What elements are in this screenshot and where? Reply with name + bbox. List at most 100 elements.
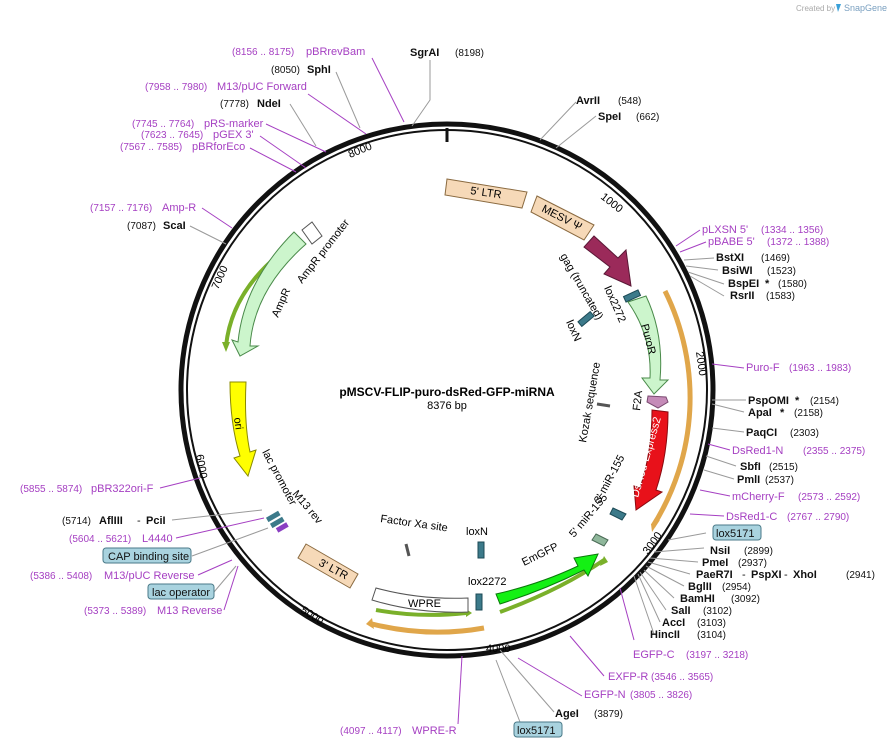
site-afliii: AflIII xyxy=(99,515,123,527)
site-lox5171-bot-box[interactable] xyxy=(513,721,563,738)
feature-emgfp[interactable] xyxy=(495,553,599,605)
site-cap-box[interactable] xyxy=(102,547,192,564)
site-pmei-pos: (2937) xyxy=(738,558,767,569)
site-sbfi-pos: (2515) xyxy=(769,462,798,473)
feature-ampr-promoter[interactable] xyxy=(301,221,323,245)
site-paer7i: PaeR7I xyxy=(696,569,733,581)
leader-lines xyxy=(159,57,746,725)
site-pspomi-star: * xyxy=(795,395,800,407)
label-lox2272-top: lox2272 xyxy=(601,284,628,324)
site-m13fwd-pos: (7958 .. 7980) xyxy=(145,82,207,93)
green-arc-wpre xyxy=(375,608,467,617)
site-paqci-pos: (2303) xyxy=(790,428,819,439)
site-pbabe: pBABE 5' xyxy=(708,236,755,248)
site-pgex-pos: (7623 .. 7645) xyxy=(141,130,203,141)
feature-3ltr[interactable] xyxy=(297,543,359,589)
site-hincii-pos: (3104) xyxy=(697,630,726,641)
site-lox5171-top-box[interactable] xyxy=(712,524,762,541)
site-nsii: NsiI xyxy=(710,545,730,557)
site-plxsn-pos: (1334 .. 1356) xyxy=(761,225,823,236)
feature-factor-xa[interactable] xyxy=(404,543,411,557)
orange-arc-bottom-head xyxy=(366,618,374,629)
site-pcii: PciI xyxy=(146,515,166,527)
label-factor-xa: Factor Xa site xyxy=(380,513,449,534)
site-dsred1n-pos: (2355 .. 2375) xyxy=(803,446,865,457)
site-pbr322-pos: (5855 .. 5874) xyxy=(20,484,82,495)
label-wpre: WPRE xyxy=(408,598,441,610)
site-paer7i-sep2: - xyxy=(784,569,788,581)
site-bglii-pos: (2954) xyxy=(722,582,751,593)
site-spei-pos: (662) xyxy=(636,112,659,123)
feature-f2a[interactable] xyxy=(646,395,669,409)
feature-5mir[interactable] xyxy=(591,533,609,547)
feature-5ltr[interactable] xyxy=(444,178,528,209)
feature-lox2272-top[interactable] xyxy=(622,289,642,303)
feature-wpre[interactable] xyxy=(371,587,469,613)
feature-lox2272-bot[interactable] xyxy=(475,593,483,611)
site-ndei-pos: (7778) xyxy=(220,99,249,110)
feature-3mir[interactable] xyxy=(609,507,627,521)
site-paer7i-pos: (2941) xyxy=(846,570,875,581)
feature-loxn-top[interactable] xyxy=(577,310,595,328)
site-egfp-c: EGFP-C xyxy=(633,649,675,661)
site-pbrfor: pBRforEco xyxy=(192,141,245,153)
orange-arc-right xyxy=(650,289,693,528)
site-sbfi: SbfI xyxy=(740,461,761,473)
credit-text: Created by xyxy=(796,4,835,13)
site-apai-star: * xyxy=(780,407,785,419)
backbone-outer xyxy=(178,121,716,659)
site-sphi-pos: (8050) xyxy=(271,65,300,76)
site-wpre-r: WPRE-R xyxy=(412,725,457,737)
site-agei-pos: (3879) xyxy=(594,709,623,720)
site-bglii: BglII xyxy=(688,581,712,593)
feature-cap-mark[interactable] xyxy=(275,522,289,533)
site-bstxi: BstXI xyxy=(716,252,744,264)
site-pspxi: PspXI xyxy=(751,569,782,581)
feature-lac-operator-mark[interactable] xyxy=(265,510,281,523)
site-avrii: AvrII xyxy=(576,95,600,107)
feature-puror[interactable] xyxy=(627,295,670,395)
site-sali-pos: (3102) xyxy=(703,606,732,617)
site-apai-pos: (2158) xyxy=(794,408,823,419)
site-pbrrevbam-pos: (8156 .. 8175) xyxy=(232,47,294,58)
feature-dsred[interactable] xyxy=(633,409,669,511)
brand-text: SnapGene xyxy=(844,3,887,13)
feature-loxn-bot[interactable] xyxy=(477,541,485,559)
label-m13-rev: M13 rev xyxy=(290,488,325,527)
site-prs-pos: (7745 .. 7764) xyxy=(132,119,194,130)
site-pmei: PmeI xyxy=(702,557,728,569)
feature-mesv-psi[interactable] xyxy=(530,195,595,241)
site-bspei: BspEI xyxy=(728,278,759,290)
site-exfp-r: EXFP-R xyxy=(608,671,648,683)
site-lox5171-top: lox5171 xyxy=(716,528,755,540)
feature-kozak[interactable] xyxy=(596,402,611,408)
tick-2000: 2000 xyxy=(693,351,708,377)
site-nsii-pos: (2899) xyxy=(744,546,773,557)
feature-ampr[interactable] xyxy=(231,231,307,357)
site-paer7i-sep1: - xyxy=(742,569,746,581)
green-arc-gfp-head xyxy=(600,556,608,566)
site-pmli-pos: (2537) xyxy=(765,475,794,486)
site-sgrai: SgrAI xyxy=(410,47,439,59)
site-egfp-n-pos: (3805 .. 3826) xyxy=(630,690,692,701)
site-sphi: SphI xyxy=(307,64,331,76)
feature-ori[interactable] xyxy=(229,381,257,478)
plasmid-length: 8376 bp xyxy=(427,400,467,412)
site-pspomi: PspOMI xyxy=(748,395,789,407)
orange-arc-bottom xyxy=(371,621,485,635)
site-wpre-r-pos: (4097 .. 4117) xyxy=(340,726,402,737)
site-lacop-box[interactable] xyxy=(147,583,215,600)
feature-m13-mark[interactable] xyxy=(269,516,285,529)
site-avrii-pos: (548) xyxy=(618,96,641,107)
site-sali: SalI xyxy=(671,605,691,617)
site-plxsn: pLXSN 5' xyxy=(702,224,748,236)
site-bspei-star: * xyxy=(765,278,770,290)
label-kozak: Kozak sequence xyxy=(577,361,603,443)
site-agei: AgeI xyxy=(555,708,579,720)
feature-gag[interactable] xyxy=(583,235,632,287)
site-bstxi-pos: (1469) xyxy=(761,253,790,264)
tick-6000: 6000 xyxy=(193,453,209,479)
site-pmli: PmlI xyxy=(737,474,760,486)
label-ampr-promoter: AmpR promoter xyxy=(295,217,352,286)
site-l4440-pos: (5604 .. 5621) xyxy=(69,534,131,545)
